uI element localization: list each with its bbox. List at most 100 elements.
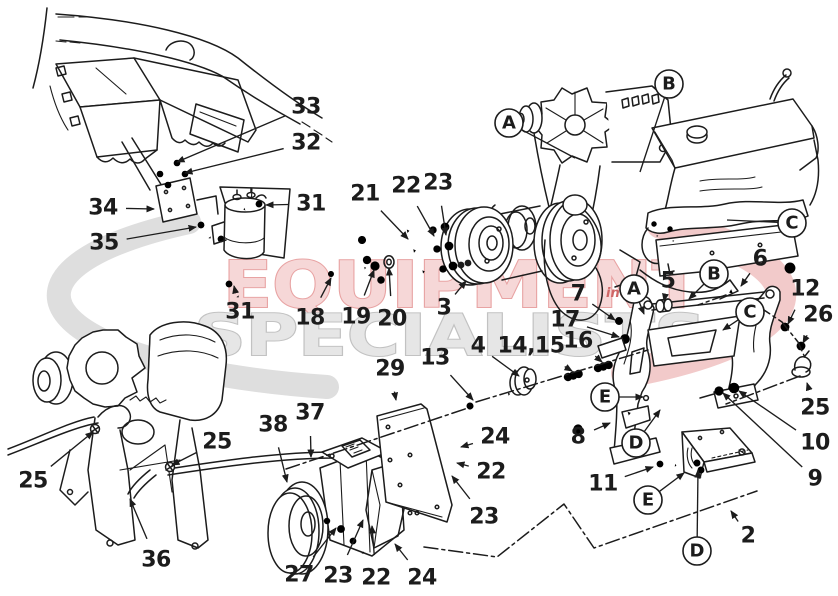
callout-label-11: 11 [588, 472, 618, 497]
callout-label-31: 31 [225, 300, 255, 325]
lower-bracket-2-drawing [681, 427, 756, 479]
callout-label-34: 34 [88, 196, 118, 221]
callout-label-25: 25 [800, 396, 830, 421]
letter-circle-E [633, 485, 663, 515]
callout-label-22: 22 [476, 460, 506, 485]
callout-leader-38 [277, 447, 289, 483]
letter-label-E: E [599, 387, 611, 408]
letter-label-C: C [785, 213, 798, 234]
letter-label-A: A [502, 113, 516, 134]
callout-label-3: 3 [437, 296, 452, 321]
callout-leader-5 [662, 292, 669, 302]
callout-label-12: 12 [790, 277, 820, 302]
alternator-assembly-drawing [7, 321, 335, 550]
letter-circle-D [621, 428, 651, 458]
callout-leader-6 [740, 272, 751, 287]
callout-leader-29 [391, 391, 399, 401]
callout-leader-17 [586, 326, 620, 339]
callout-leader-23 [451, 475, 471, 500]
callout-label-6: 6 [753, 247, 768, 272]
callout-label-32: 32 [291, 131, 321, 156]
letter-leader-C [722, 319, 739, 331]
callout-label-14,15: 14,15 [497, 334, 564, 359]
callout-label-37: 37 [295, 401, 325, 426]
callout-label-5: 5 [661, 269, 676, 294]
callout-leader-9 [722, 392, 803, 468]
callout-label-9: 9 [808, 467, 823, 492]
letter-circle-E [590, 382, 620, 412]
letter-circle-B [699, 259, 729, 289]
callout-label-38: 38 [258, 413, 288, 438]
letter-label-D: D [629, 433, 644, 454]
callout-label-36: 36 [141, 548, 171, 573]
callout-leader-35 [126, 224, 197, 240]
callout-label-27: 27 [284, 563, 314, 588]
callout-leader-25 [50, 431, 94, 467]
callout-label-22: 22 [391, 174, 421, 199]
callout-label-31: 31 [296, 192, 326, 217]
letter-label-B: B [662, 74, 676, 95]
letter-circle-C [735, 297, 765, 327]
callout-leader-7 [591, 303, 616, 321]
letter-label-A: A [627, 279, 641, 300]
letter-circle-C [777, 208, 807, 238]
callout-leader-11 [624, 466, 654, 478]
callout-leader-24 [394, 543, 409, 561]
callout-leader-25 [805, 382, 813, 392]
callout-label-4: 4 [471, 334, 486, 359]
callout-leader-22 [456, 461, 469, 469]
callout-label-25: 25 [18, 469, 48, 494]
callout-leader-31 [232, 285, 240, 295]
crank-pulley-group-drawing [327, 205, 543, 286]
centerlines [285, 294, 807, 558]
letter-label-E: E [642, 490, 654, 511]
mount-bracket-29-drawing [376, 403, 453, 523]
letter-circle-A [619, 274, 649, 304]
letter-leader-C [726, 219, 778, 224]
letter-leader-D [694, 469, 702, 537]
letter-label-B: B [707, 264, 721, 285]
callout-label-26: 26 [803, 303, 833, 328]
callout-leader-14,15 [563, 364, 573, 372]
letter-circle-D [682, 536, 712, 566]
callout-label-25: 25 [202, 430, 232, 455]
letter-circle-B [654, 69, 684, 99]
callout-leader-20 [385, 267, 393, 297]
callout-leader-18 [320, 277, 332, 298]
callout-leader-4 [491, 355, 520, 377]
callout-leader-23 [440, 205, 449, 236]
callout-label-22: 22 [361, 566, 391, 591]
callout-leader-3 [454, 280, 467, 295]
letter-leader-A [521, 129, 576, 159]
letter-label-C: C [743, 302, 756, 323]
callout-label-29: 29 [375, 357, 405, 382]
callout-label-23: 23 [469, 505, 499, 530]
callout-label-24: 24 [407, 566, 437, 591]
callout-leader-10 [738, 390, 797, 431]
engine-drawing [480, 68, 820, 321]
callout-label-17: 17 [550, 308, 580, 333]
callout-leader-21 [380, 210, 409, 240]
letter-leader-E [659, 472, 685, 492]
callout-leader-33 [176, 115, 286, 163]
callout-leader-16 [594, 354, 603, 363]
callout-leader-19 [363, 269, 375, 296]
callout-leader-36 [129, 498, 148, 540]
letter-leader-A [637, 302, 645, 315]
callout-leader-26 [802, 334, 810, 344]
callout-label-23: 23 [423, 171, 453, 196]
callout-label-10: 10 [800, 431, 830, 456]
callout-label-19: 19 [341, 305, 371, 330]
callout-label-18: 18 [295, 306, 325, 331]
callout-label-16: 16 [563, 329, 593, 354]
callout-leader-23 [346, 519, 364, 556]
callout-label-24: 24 [480, 425, 510, 450]
callout-label-2: 2 [741, 524, 756, 549]
callout-leader-32 [184, 147, 284, 175]
callout-leader-13 [449, 374, 474, 401]
callout-label-20: 20 [377, 307, 407, 332]
callout-label-35: 35 [89, 231, 119, 256]
